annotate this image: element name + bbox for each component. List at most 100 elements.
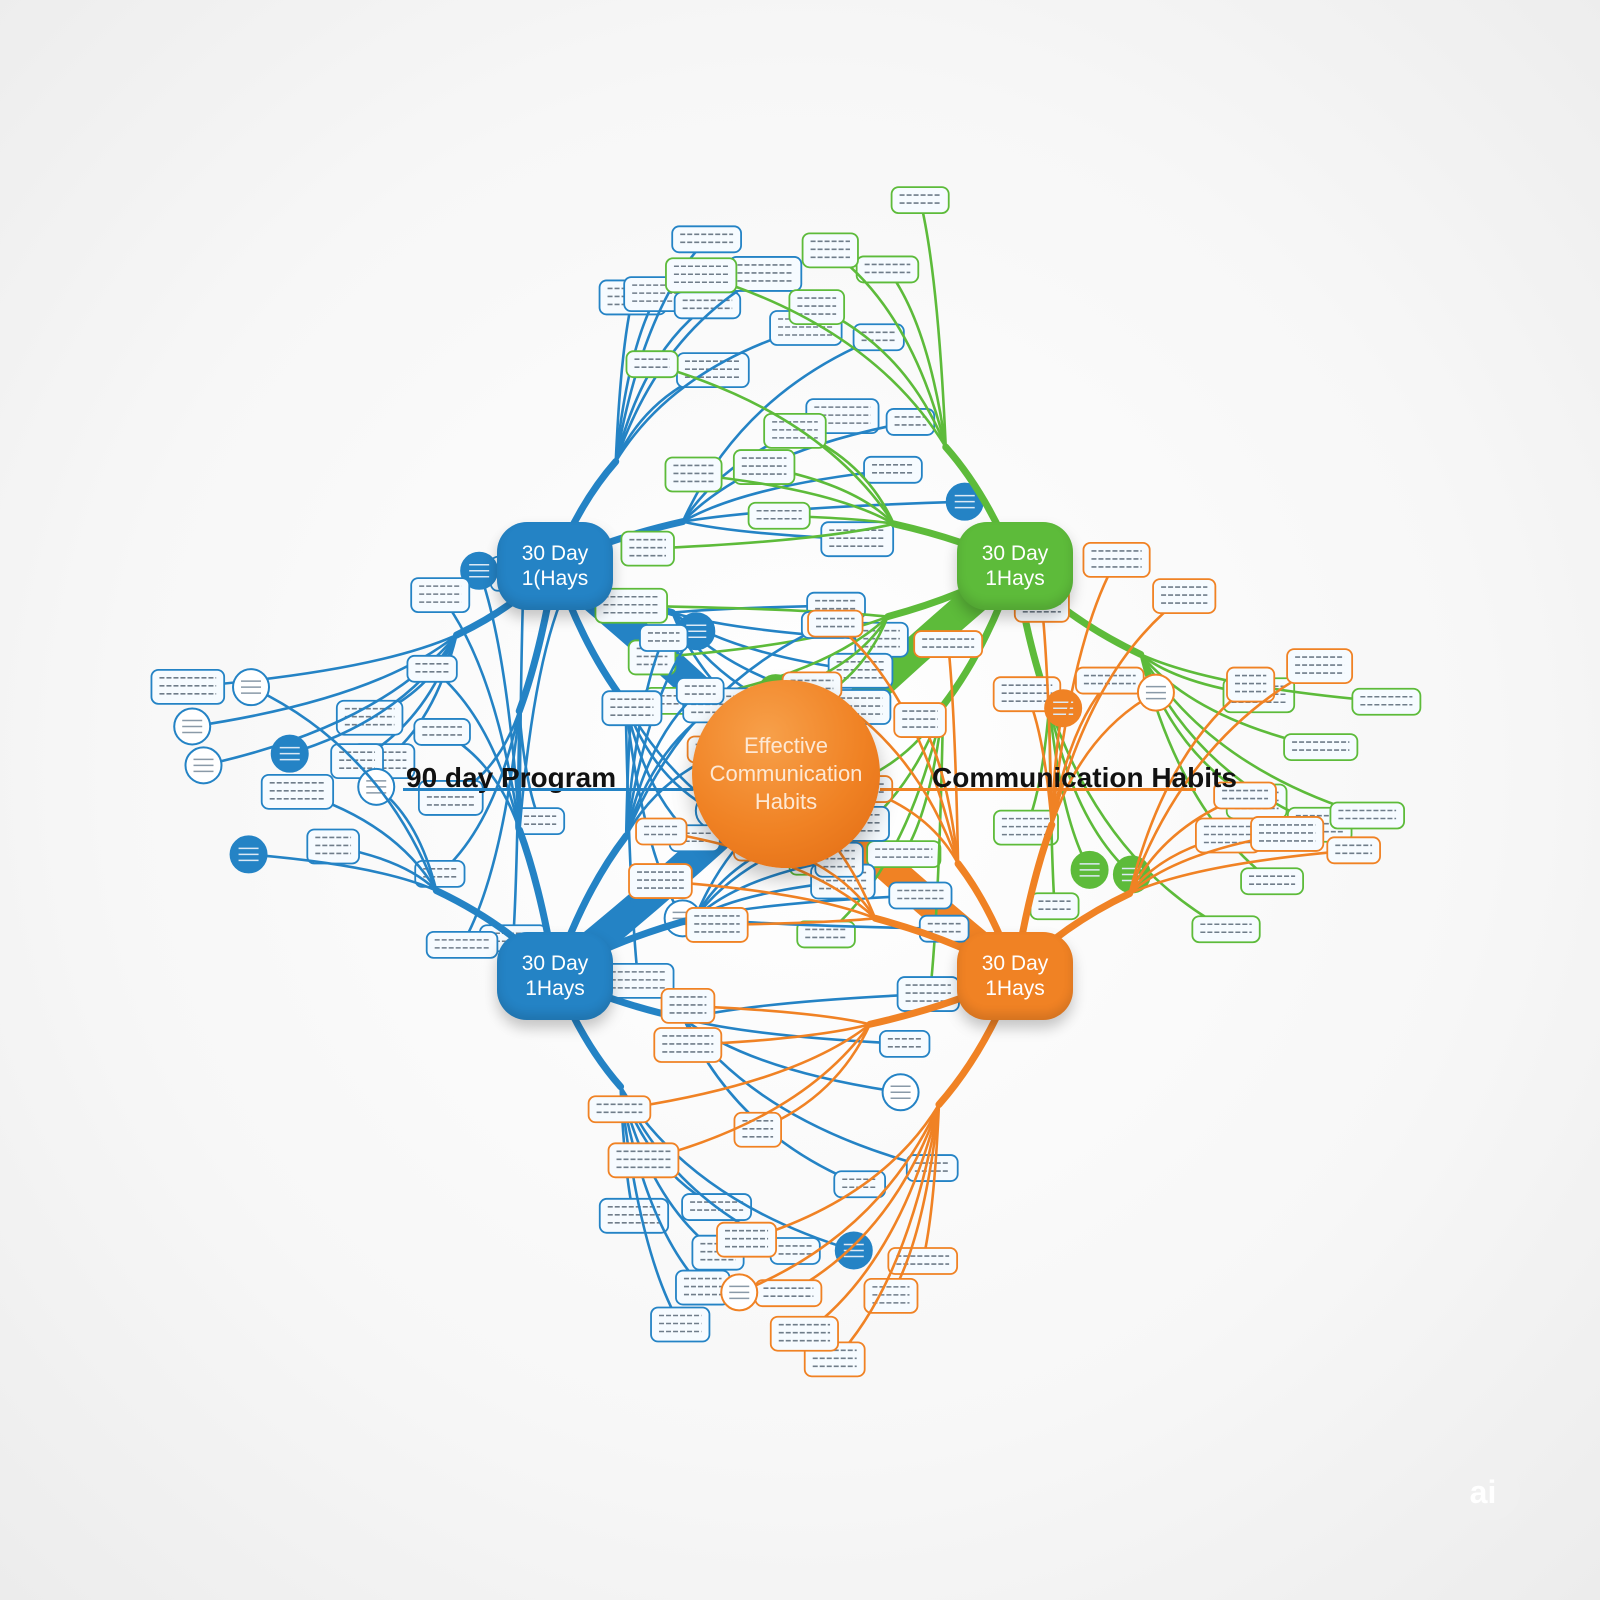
leaf-node[interactable] bbox=[716, 1221, 777, 1258]
leaf-node[interactable] bbox=[650, 1306, 711, 1343]
leaf-node[interactable] bbox=[1283, 733, 1359, 761]
leaf-node[interactable] bbox=[728, 256, 803, 292]
leaf-node[interactable] bbox=[664, 456, 723, 493]
leaf-node[interactable] bbox=[747, 501, 811, 530]
leaf-node[interactable] bbox=[665, 257, 738, 294]
leaf-node[interactable] bbox=[1082, 541, 1151, 578]
leaf-box bbox=[754, 1279, 823, 1308]
leaf-box bbox=[676, 352, 750, 389]
hub-line1: 30 Day bbox=[981, 952, 1049, 975]
leaf-node[interactable] bbox=[410, 577, 471, 614]
leaf-node[interactable] bbox=[413, 718, 471, 746]
leaf-node[interactable] bbox=[628, 863, 693, 899]
leaf-box bbox=[893, 702, 947, 738]
leaf-node[interactable] bbox=[893, 702, 947, 738]
leaf-node[interactable] bbox=[881, 1073, 920, 1112]
leaf-node[interactable] bbox=[607, 1142, 680, 1179]
leaf-node[interactable] bbox=[460, 551, 499, 590]
leaf-node[interactable] bbox=[1213, 781, 1277, 810]
leaf-node[interactable] bbox=[639, 624, 689, 652]
hub-top-left[interactable]: 30 Day 1(Hays bbox=[497, 522, 613, 610]
leaf-node[interactable] bbox=[878, 1029, 931, 1058]
leaf-node[interactable] bbox=[229, 835, 268, 874]
leaf-node[interactable] bbox=[863, 455, 923, 484]
leaf-node[interactable] bbox=[1326, 836, 1381, 865]
leaf-node[interactable] bbox=[1351, 687, 1422, 716]
leaf-node[interactable] bbox=[406, 654, 458, 683]
leaf-node[interactable] bbox=[1240, 867, 1304, 896]
leaf-branch bbox=[1128, 683, 1252, 894]
leaf-box bbox=[788, 289, 846, 325]
hub-bottom-left[interactable]: 30 Day 1Hays bbox=[497, 932, 613, 1020]
leaf-box bbox=[1326, 836, 1381, 865]
leaf-node[interactable] bbox=[1194, 817, 1262, 854]
leaf-node[interactable] bbox=[754, 1279, 823, 1308]
leaf-node[interactable] bbox=[635, 817, 688, 846]
leaf-node[interactable] bbox=[598, 1197, 670, 1234]
leaf-box bbox=[587, 1095, 652, 1124]
leaf-node[interactable] bbox=[788, 289, 846, 325]
leaf-branch bbox=[946, 643, 960, 864]
leaf-node[interactable] bbox=[675, 1269, 731, 1306]
leaf-node[interactable] bbox=[620, 530, 675, 567]
leaf-node[interactable] bbox=[720, 1273, 759, 1312]
leaf-node[interactable] bbox=[807, 609, 864, 638]
leaf-node[interactable] bbox=[676, 352, 750, 389]
leaf-node[interactable] bbox=[625, 350, 679, 379]
leaf-node[interactable] bbox=[260, 773, 335, 810]
leaf-node[interactable] bbox=[660, 988, 716, 1024]
leaf-box bbox=[1329, 801, 1406, 830]
leaf-node[interactable] bbox=[1029, 892, 1080, 921]
leaf-node[interactable] bbox=[685, 907, 749, 943]
leaf-node[interactable] bbox=[184, 746, 223, 785]
leaf-branch bbox=[1050, 691, 1157, 826]
leaf-node[interactable] bbox=[913, 630, 984, 658]
leaf-node[interactable] bbox=[890, 186, 950, 215]
leaf-node[interactable] bbox=[1226, 666, 1276, 703]
leaf-node[interactable] bbox=[1191, 915, 1261, 944]
leaf-node[interactable] bbox=[863, 1277, 919, 1314]
leaf-node[interactable] bbox=[834, 1231, 873, 1270]
leaf-node[interactable] bbox=[1286, 648, 1354, 684]
leaf-node[interactable] bbox=[150, 668, 226, 705]
leaf-node[interactable] bbox=[855, 255, 920, 284]
leaf-node[interactable] bbox=[1044, 689, 1083, 728]
leaf-node[interactable] bbox=[675, 677, 725, 705]
leaf-node[interactable] bbox=[1136, 673, 1175, 712]
hub-line1: 30 Day bbox=[521, 542, 589, 565]
leaf-node[interactable] bbox=[587, 1095, 652, 1124]
leaf-node[interactable] bbox=[673, 291, 742, 320]
leaf-node[interactable] bbox=[414, 859, 466, 888]
leaf-node[interactable] bbox=[733, 1111, 782, 1148]
leaf-branch bbox=[619, 1086, 682, 1326]
hub-top-right[interactable]: 30 Day 1Hays bbox=[957, 522, 1073, 610]
leaf-node[interactable] bbox=[732, 449, 796, 485]
leaf-node[interactable] bbox=[820, 521, 895, 558]
leaf-node[interactable] bbox=[306, 828, 360, 865]
leaf-box bbox=[1283, 733, 1359, 761]
leaf-node[interactable] bbox=[601, 962, 675, 999]
leaf-node[interactable] bbox=[1152, 578, 1217, 614]
leaf-node[interactable] bbox=[1070, 850, 1109, 889]
leaf-node[interactable] bbox=[1250, 816, 1325, 852]
leaf-node[interactable] bbox=[425, 930, 499, 959]
leaf-node[interactable] bbox=[173, 707, 212, 746]
leaf-branch bbox=[1050, 595, 1185, 826]
leaf-box bbox=[1213, 781, 1277, 810]
leaf-node[interactable] bbox=[769, 1315, 839, 1352]
leaf-node[interactable] bbox=[232, 668, 271, 707]
right-underline bbox=[880, 788, 1196, 791]
leaf-node[interactable] bbox=[888, 881, 953, 910]
hub-bottom-right[interactable]: 30 Day 1Hays bbox=[957, 932, 1073, 1020]
leaf-node[interactable] bbox=[601, 690, 663, 727]
leaf-branch bbox=[1050, 559, 1118, 825]
leaf-node[interactable] bbox=[885, 408, 936, 436]
leaf-node[interactable] bbox=[653, 1027, 723, 1063]
central-topic[interactable]: Effective Communication Habits bbox=[692, 680, 880, 868]
leaf-node[interactable] bbox=[1329, 801, 1406, 830]
leaf-node[interactable] bbox=[866, 840, 942, 869]
leaf-node[interactable] bbox=[769, 1237, 821, 1265]
leaf-node[interactable] bbox=[801, 232, 859, 269]
leaf-node[interactable] bbox=[671, 225, 742, 254]
leaf-node[interactable] bbox=[993, 809, 1059, 846]
